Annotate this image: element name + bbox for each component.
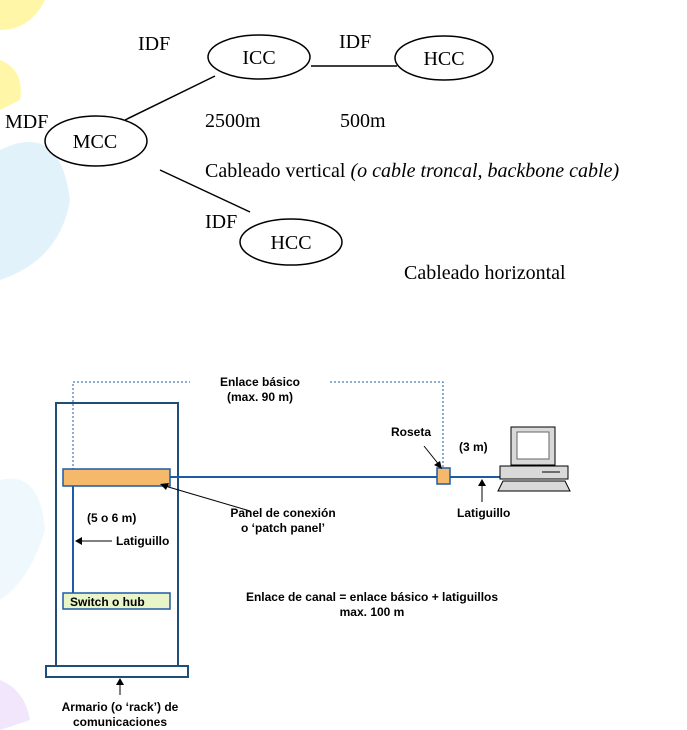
mdf-label: MDF xyxy=(5,111,48,133)
patch-panel-label: Panel de conexión xyxy=(230,506,335,520)
channel-link-max-label: max. 100 m xyxy=(340,605,405,619)
rack xyxy=(55,402,179,667)
roseta-pointer-head xyxy=(434,461,442,469)
horizontal-cabling-diagram: Switch o hub Enlace básico (max. 90 m) R… xyxy=(45,375,571,729)
vertical-cabling-main: Cableado vertical xyxy=(205,160,346,182)
latiguillo-right-pointer-head xyxy=(478,479,486,486)
channel-link-label: Enlace de canal = enlace básico + latigu… xyxy=(246,590,498,604)
mcc-icc-line xyxy=(124,75,216,121)
mcc-label: MCC xyxy=(73,131,117,153)
patch-panel-sub-label: o ‘patch panel’ xyxy=(241,521,325,535)
latiguillo-right-label: Latiguillo xyxy=(457,506,510,520)
hcc-bottom-label: HCC xyxy=(270,232,311,254)
computer-icon xyxy=(497,426,571,492)
distance-500m-label: 500m xyxy=(340,110,386,132)
deco-purple-shape xyxy=(0,680,30,730)
distance-2500m-label: 2500m xyxy=(205,110,261,132)
rack-base xyxy=(45,665,189,678)
hcc-top-label: HCC xyxy=(423,48,464,70)
idf-left-label: IDF xyxy=(138,33,170,55)
basic-link-dimension-line xyxy=(72,381,190,470)
vertical-cabling-label: Cableado vertical(o cable troncal, backb… xyxy=(205,160,619,182)
five-six-meters-label: (5 o 6 m) xyxy=(87,511,136,525)
latiguillo-left-pointer-head xyxy=(75,537,82,545)
monitor-screen xyxy=(516,431,550,460)
armario-sub-label: comunicaciones xyxy=(73,715,167,729)
idf-bottom-label: IDF xyxy=(205,211,237,233)
mcc-hcc-line xyxy=(159,169,251,213)
basic-link-label: Enlace básico xyxy=(220,375,300,389)
icc-node xyxy=(207,34,311,80)
hcc-top-node xyxy=(394,35,494,81)
patch-panel-pointer-head xyxy=(160,483,169,490)
switch xyxy=(62,592,171,610)
switch-label: Switch o hub xyxy=(70,595,145,609)
icc-label: ICC xyxy=(242,47,275,69)
roseta-pointer xyxy=(423,445,441,467)
latiguillo-left-label: Latiguillo xyxy=(116,534,169,548)
vertical-cabling-note: (o cable troncal, backbone cable) xyxy=(351,160,620,182)
horizontal-cabling-label: Cableado horizontal xyxy=(404,262,566,284)
armario-pointer-head xyxy=(116,678,124,685)
hcc-bottom-node xyxy=(239,218,343,266)
mcc-node xyxy=(44,115,148,167)
backbone-diagram: IDF IDF MDF ICC HCC MCC 2500m 500m Cable… xyxy=(5,31,619,284)
wall-outlet xyxy=(436,467,451,485)
deco-blue-shape xyxy=(0,141,70,280)
patch-panel-pointer xyxy=(164,485,251,512)
three-meters-label: (3 m) xyxy=(459,440,488,454)
patch-panel xyxy=(62,468,171,487)
decorative-background xyxy=(0,0,70,730)
idf-mid-label: IDF xyxy=(339,31,371,53)
basic-link-max-label: (max. 90 m) xyxy=(227,390,293,404)
keyboard xyxy=(497,480,571,492)
roseta-label: Roseta xyxy=(391,425,431,439)
armario-label: Armario (o ‘rack’) de xyxy=(62,700,179,714)
deco-yellow-shape-2 xyxy=(0,60,21,110)
deco-yellow-shape xyxy=(0,0,45,30)
basic-link-dimension-line-right xyxy=(330,381,444,470)
deco-blue-shape-2 xyxy=(0,478,45,600)
computer-case xyxy=(499,465,569,480)
